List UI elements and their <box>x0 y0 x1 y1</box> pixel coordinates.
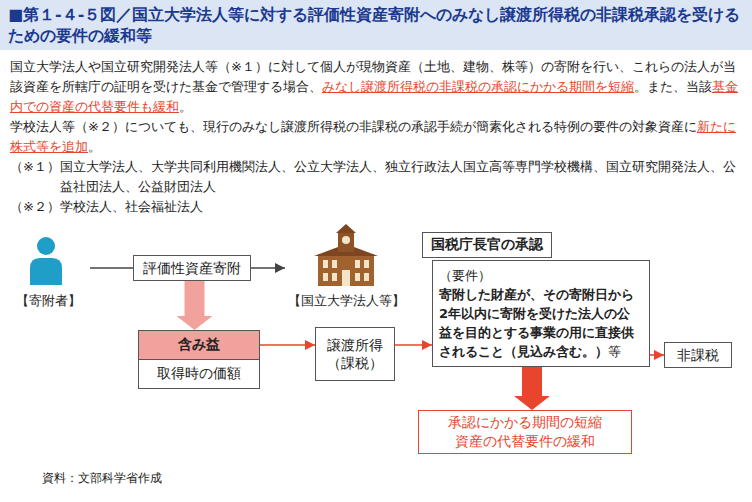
requirement-box: （要件） 寄附した財産が、その寄附日から2年以内に寄附を受けた法人の公益を目的とす… <box>432 260 650 367</box>
node-body: 取得時の価額 <box>139 360 259 388</box>
body-text: 学校法人、社会福祉法人 <box>60 197 203 217</box>
caption: 資料：文部科学省作成 <box>42 471 162 485</box>
body-text: 。 <box>179 99 192 114</box>
description: 国立大学法人や国立研究開発法人等（※１）に対して個人が現物資産（土地、建物、株等… <box>10 57 744 217</box>
node-label: 譲渡所得 （課税） <box>320 336 390 372</box>
arrow-line <box>90 267 133 269</box>
block-arrow <box>177 281 213 330</box>
title-bar: ■第１-４-５図／国立大学法人等に対する評価性資産寄附へのみなし譲渡所得税の非課… <box>0 0 752 50</box>
person-body <box>30 258 62 285</box>
node-label: 承認にかかる期間の短縮 <box>425 413 625 432</box>
paragraph: 学校法人等（※２）についても、現行のみなし譲渡所得税の非課税の承認手続が簡素化さ… <box>10 117 744 157</box>
node-body: （要件） <box>439 266 643 285</box>
node-body: 寄附した財産が、その寄附日から2年以内に寄附を受けた法人の公益を目的とする事業の… <box>439 287 634 359</box>
source-note: 資料：文部科学省作成 <box>42 470 162 487</box>
process-box: 譲渡所得 （課税） <box>315 327 395 381</box>
gain-box: 含み益取得時の価額 <box>138 330 260 389</box>
tower-clock <box>342 236 350 244</box>
body-text: 。 <box>88 139 101 154</box>
body-text: 。また、当該 <box>634 79 712 94</box>
process-box: 評価性資産寄附 <box>133 255 251 281</box>
building-tower <box>338 232 354 252</box>
arrow-line <box>251 267 285 269</box>
node-label: 【寄附者】 <box>6 292 90 310</box>
note-mark: （※１） <box>10 157 60 197</box>
highlight-text: みなし譲渡所得税の非課税の承認にかかる期間を短縮 <box>322 79 634 94</box>
paragraph: （※１）国立大学法人、大学共同利用機関法人、公立大学法人、独立行政法人国立高等専… <box>10 157 744 197</box>
node-body-block: 寄附した財産が、その寄附日から2年以内に寄附を受けた法人の公益を目的とする事業の… <box>439 285 643 361</box>
figure-title: ■第１-４-５図／国立大学法人等に対する評価性資産寄附へのみなし譲渡所得税の非課… <box>8 5 740 45</box>
arrow-line <box>650 354 664 356</box>
result-box: 非課税 <box>664 342 732 368</box>
node-heading: 国税庁長官の承認 <box>422 232 552 258</box>
arrow-line <box>260 344 315 346</box>
person-head <box>37 237 55 255</box>
arrow-line <box>395 344 432 346</box>
recipient: 【国立大学法人等】 <box>285 232 407 312</box>
note-mark: （※２） <box>10 197 60 217</box>
paragraph: （※２）学校法人、社会福祉法人 <box>10 197 744 217</box>
node-label: 評価性資産寄附 <box>138 259 246 277</box>
body-text: 国立大学法人、大学共同利用機関法人、公立大学法人、独立行政法人国立高等専門学校機… <box>60 157 744 197</box>
building-facade <box>318 254 374 286</box>
body-text: 学校法人等（※２）についても、現行のみなし譲渡所得税の非課税の承認手続が簡素化さ… <box>10 119 697 134</box>
building-windows <box>323 260 369 286</box>
approval-box: 国税庁長官の承認 （要件） 寄附した財産が、その寄附日から2年以内に寄附を受けた法人… <box>422 232 650 367</box>
block-arrow <box>514 367 550 410</box>
node-heading: 含み益 <box>139 331 259 360</box>
node-label: 【国立大学法人等】 <box>285 292 407 310</box>
paragraph: 国立大学法人や国立研究開発法人等（※１）に対して個人が現物資産（土地、建物、株等… <box>10 57 744 117</box>
node-label: 資産の代替要件の緩和 <box>425 432 625 451</box>
donor: 【寄附者】 <box>6 232 90 312</box>
highlight-box: 承認にかかる期間の短縮資産の代替要件の緩和 <box>418 410 632 454</box>
node-label: 非課税 <box>669 346 727 364</box>
tower-roof <box>336 224 356 233</box>
node-body: 等 <box>608 344 621 359</box>
